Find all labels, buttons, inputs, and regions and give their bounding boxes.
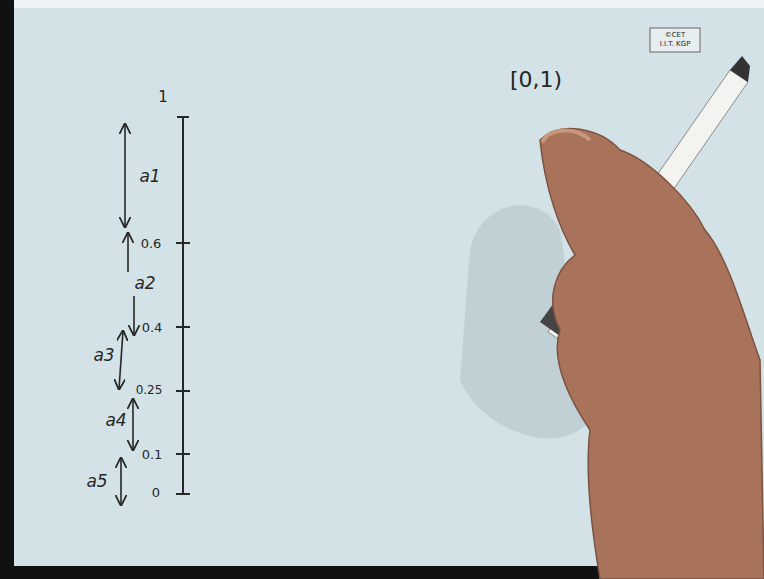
- logo-text: I.I.T. KGP: [660, 41, 691, 49]
- axis-value: 0.6: [141, 237, 162, 251]
- interval-arrow: [124, 124, 126, 227]
- fingernail: [542, 130, 590, 142]
- tick: [176, 493, 190, 495]
- interval-arrow: [120, 458, 122, 505]
- logo-text: ©CET: [665, 32, 686, 40]
- interval-symbol: a4: [105, 411, 126, 430]
- interval-arrow: [119, 331, 123, 389]
- tick: [176, 242, 190, 244]
- number-line: [182, 117, 184, 494]
- tick: [177, 116, 189, 118]
- paper-edge: [14, 0, 764, 8]
- interval-arrow: [132, 399, 134, 450]
- logo-box: [650, 28, 700, 52]
- tick: [176, 453, 190, 455]
- interval-symbol: a5: [86, 472, 107, 491]
- tick: [176, 390, 190, 392]
- interval-notation: [0,1): [510, 68, 562, 92]
- interval-symbol: a3: [93, 346, 114, 365]
- axis-value: 0.1: [142, 448, 163, 462]
- axis-value: 0.4: [142, 321, 163, 335]
- pen-tip: [730, 56, 750, 82]
- interval-symbol: a1: [139, 167, 160, 186]
- interval-arrow: [127, 233, 129, 272]
- axis-value: 0: [152, 486, 160, 500]
- interval-symbol: a2: [134, 274, 155, 293]
- hand: [540, 129, 764, 579]
- axis-value: 1: [158, 89, 168, 106]
- interval-arrow: [133, 296, 135, 335]
- axis-value: 0.25: [136, 384, 163, 397]
- tick: [176, 326, 190, 328]
